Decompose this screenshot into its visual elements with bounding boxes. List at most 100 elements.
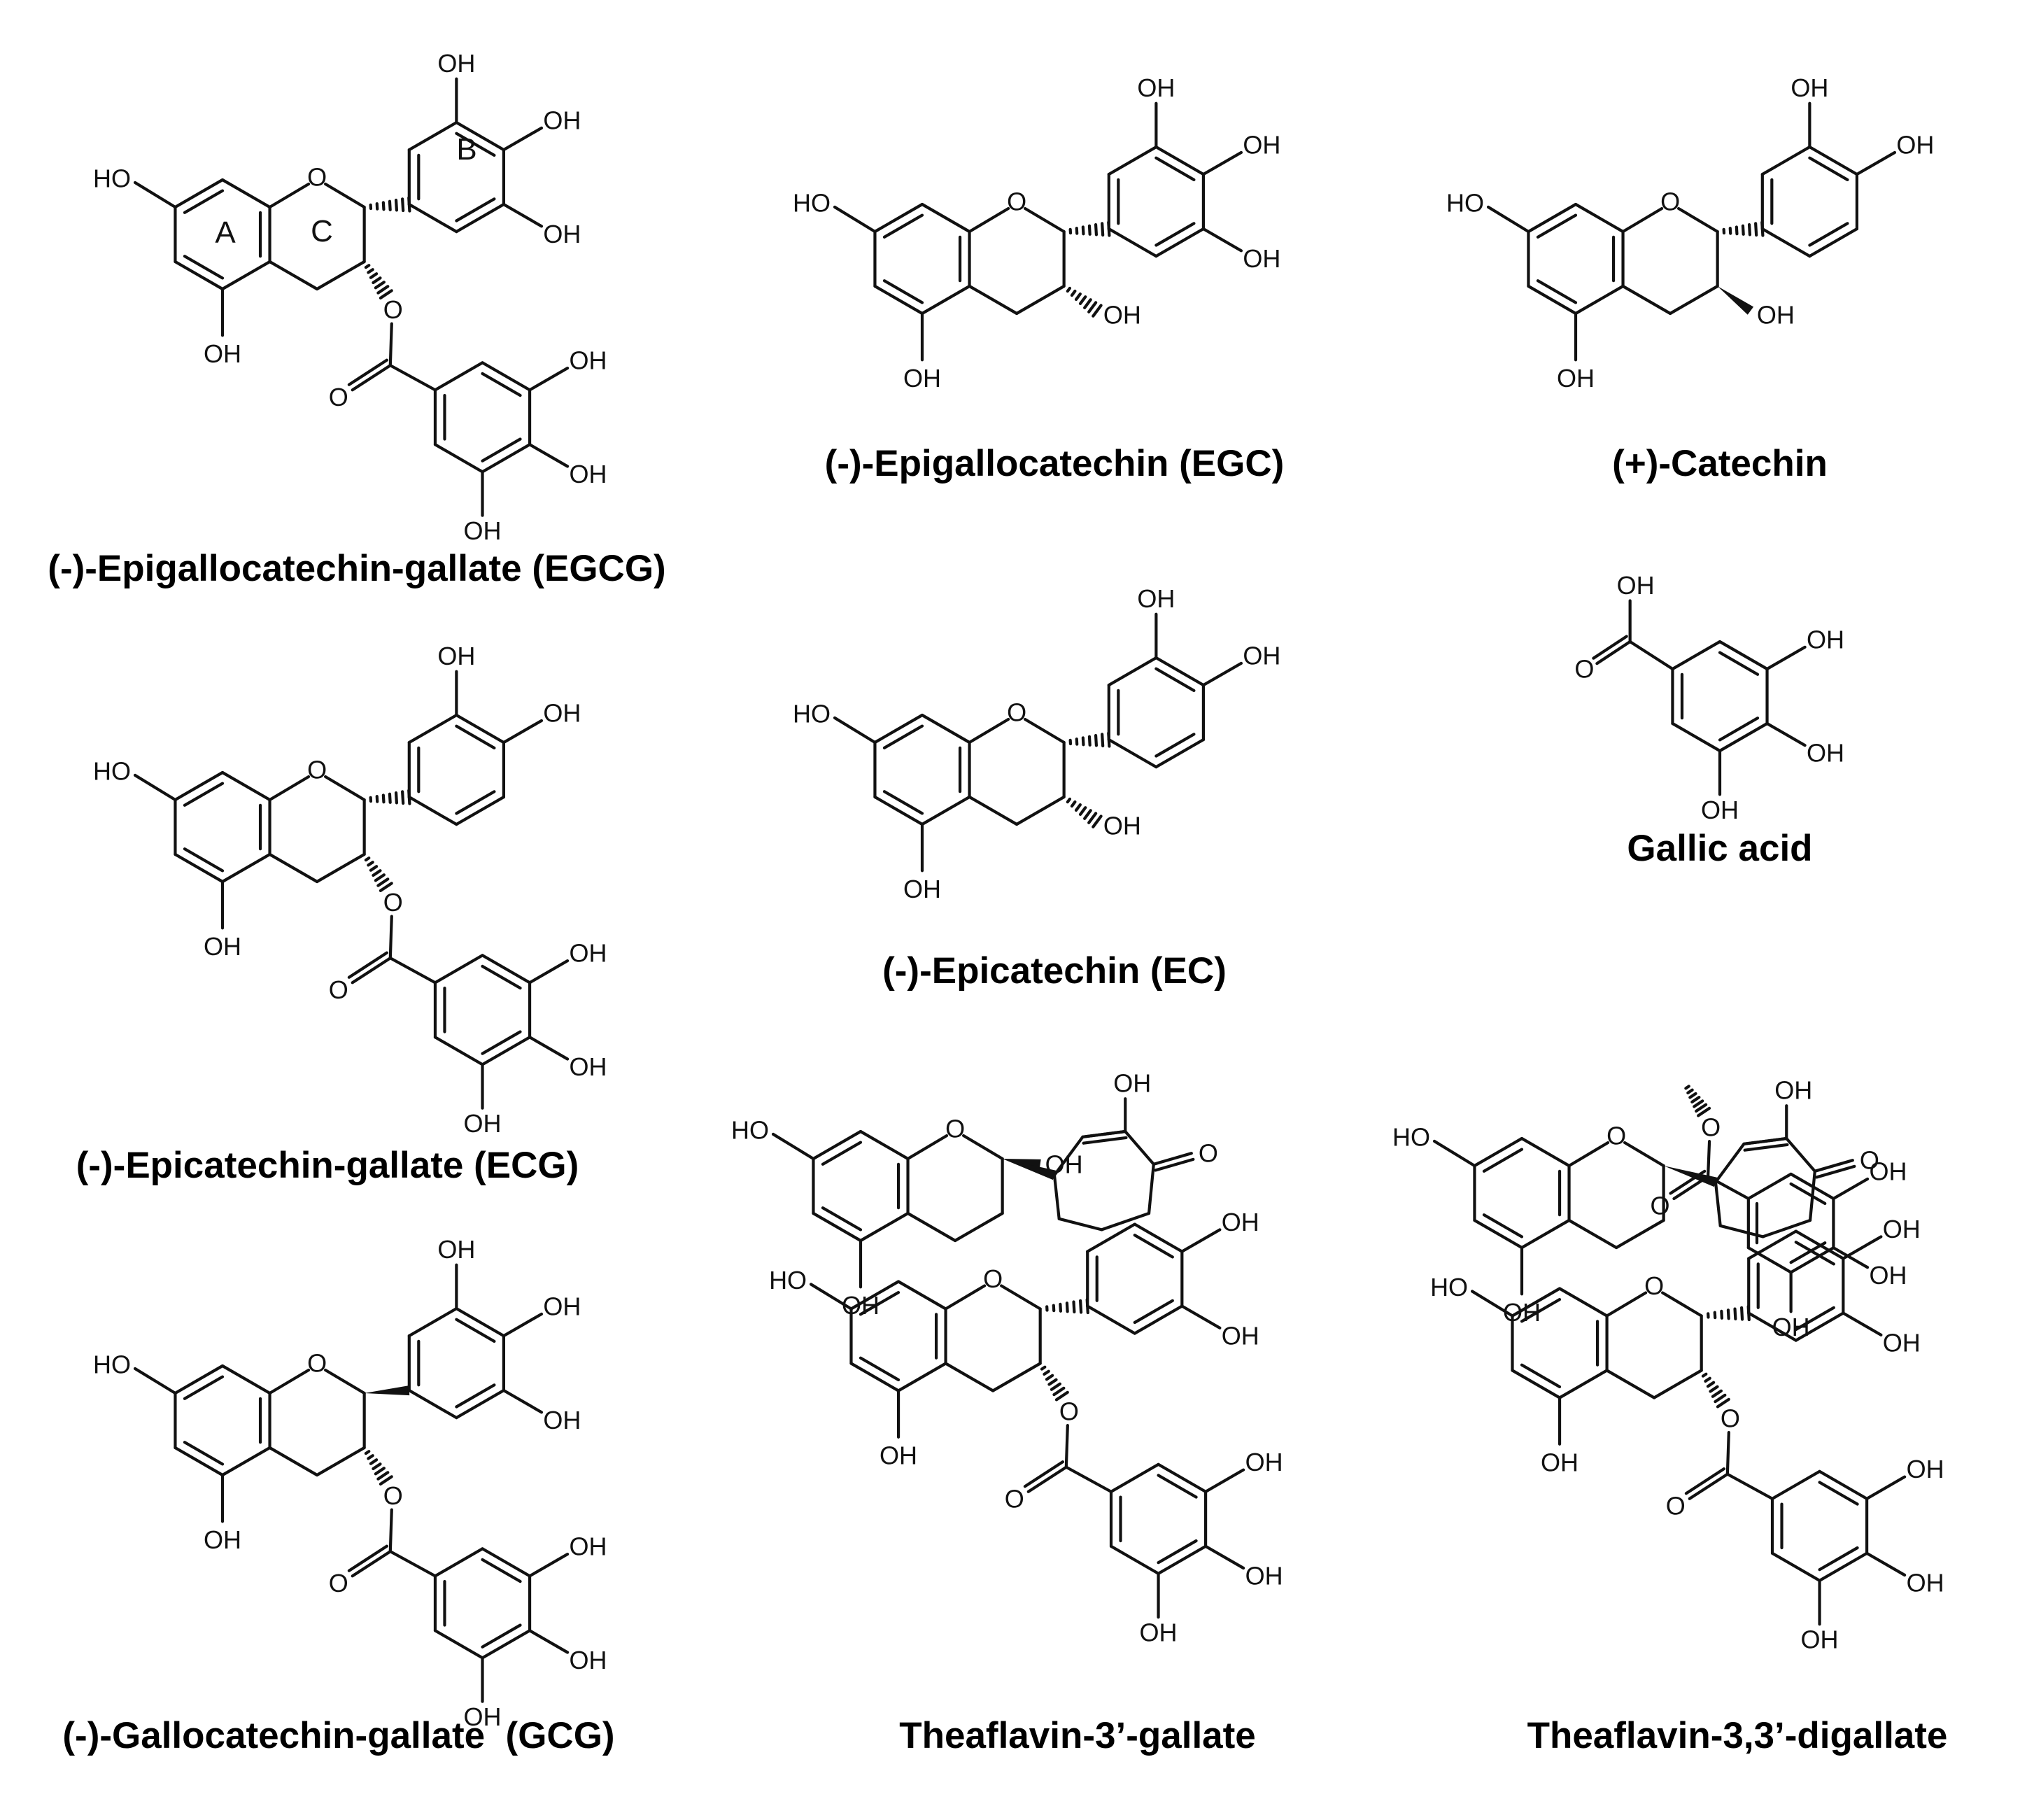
hydroxyl-group: OH [464,1702,502,1731]
bond [347,1544,388,1572]
bond [433,954,484,985]
bond [1794,1306,1835,1332]
bond [1520,1218,1571,1250]
bond [481,1030,522,1055]
bond [1154,667,1196,693]
bond [1725,1430,1730,1476]
bond [323,182,366,209]
bond [183,847,225,873]
bond [481,1623,522,1649]
bond [1718,721,1769,753]
hashed-bond [374,281,386,290]
hashed-bond [1043,1369,1050,1376]
hashed-bond [1045,1374,1054,1381]
bond [268,852,319,884]
bond [1154,1157,1195,1172]
ring-oxygen: O [1007,188,1026,216]
bond [1023,717,1066,745]
wedge-bond [1717,286,1754,315]
ring-oxygen: O [1644,1271,1664,1300]
bond [268,182,311,209]
hydroxyl-group: OH [464,1109,502,1138]
hashed-bond [369,1458,379,1465]
bond [1684,1467,1726,1495]
bond [455,1383,496,1409]
bond [133,181,177,209]
acid-carbonyl-oxygen: O [1574,655,1594,684]
hydroxyl-group: OH [464,516,502,545]
bond [502,1388,544,1414]
bond [1794,1241,1835,1266]
ester-oxygen: O [1059,1397,1079,1426]
hydroxyl-group: OH [543,1406,581,1434]
bond [174,770,225,802]
hydroxyl-7: HO [93,756,131,785]
hashed-bond [1704,1376,1711,1383]
bond [1668,284,1719,316]
hydroxyl-group: OH [1896,130,1934,159]
bond [433,1629,484,1660]
bond [1558,1287,1609,1318]
bond [1511,1369,1562,1399]
carbonyl-oxygen: O [329,383,348,411]
bond [1808,227,1859,258]
hashed-bond [1701,1372,1708,1378]
ester-oxygen: O [1701,1113,1721,1142]
bond [1133,1299,1174,1325]
hashed-bond [364,856,371,862]
ring-label-c: C [311,214,333,248]
ring-oxygen: O [1606,1122,1626,1150]
bond [1832,1246,1870,1269]
hashed-bond [376,877,390,887]
bond [351,957,392,985]
hashed-bond [1050,1382,1062,1391]
bond [1154,227,1206,258]
bond [833,205,877,234]
bond [455,795,506,826]
hashed-bond [1078,1299,1083,1314]
bond [1794,1229,1845,1260]
bond [183,782,225,807]
hashed-bond [367,268,374,274]
bond [347,358,388,386]
bond [1628,640,1674,671]
bond [1154,156,1196,181]
wedge-bond [364,1385,410,1396]
bond [1486,205,1530,234]
bond [1154,733,1196,758]
bond [1818,1546,1859,1572]
bond [1109,1462,1160,1493]
hashed-bond [1716,1397,1730,1409]
bond [1661,1291,1703,1318]
hydroxyl-group: OH [1243,641,1280,670]
bond [220,1446,271,1477]
title-theaflavin-3-3-digallate: Theaflavin-3,3’-digallate [1527,1715,1948,1756]
bond [407,203,458,234]
bond [1605,1369,1656,1399]
bond [1201,150,1243,176]
bond [502,719,544,745]
bond [1536,279,1578,304]
bond [920,202,971,234]
bond [183,255,225,280]
bond [1574,284,1625,316]
hydroxyl-group: OH [543,1292,581,1320]
hashed-bond [1078,295,1087,306]
bond [920,795,971,826]
bond [991,1362,1042,1392]
hashed-bond [401,197,405,213]
hydroxyl-7: HO [793,188,831,217]
bond [1482,1148,1524,1173]
bond [1818,1551,1869,1582]
bond [455,203,506,234]
bond [455,1318,496,1343]
hashed-bond [1085,1298,1089,1315]
bond [1023,1460,1065,1488]
hydroxyl-group: OH [543,106,581,134]
hashed-bond [1690,1096,1701,1103]
bond [821,1206,863,1232]
bond [455,713,506,745]
